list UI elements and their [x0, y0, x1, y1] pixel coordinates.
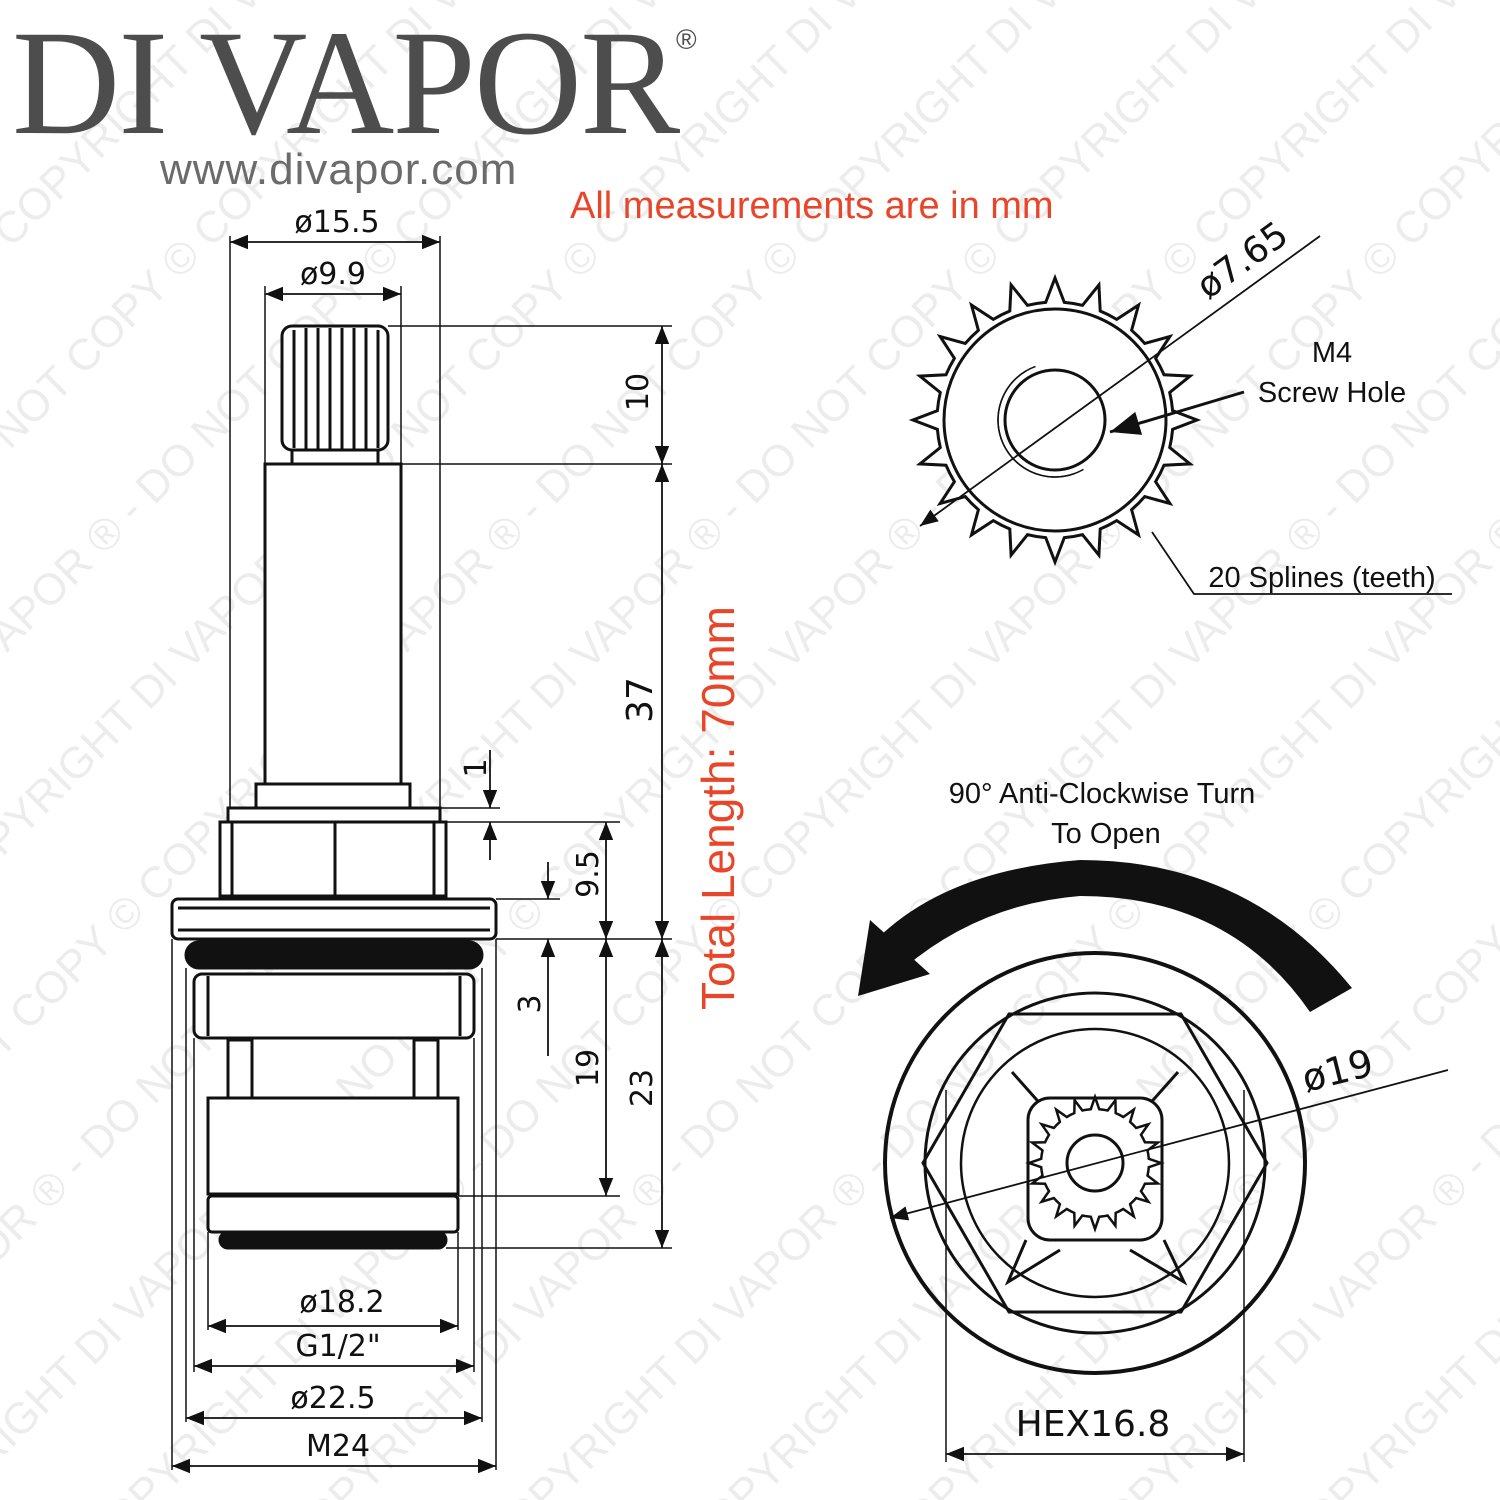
extension-lines — [171, 236, 672, 1470]
screw-hole-leader — [1109, 390, 1245, 435]
hex-body — [218, 820, 448, 898]
spline-diameter-line — [919, 235, 1321, 527]
turn-caption-line-2: To Open — [1051, 818, 1161, 850]
brand-url: www.divapor.com — [160, 145, 518, 194]
o-ring — [184, 940, 484, 970]
spline-gear — [908, 273, 1202, 567]
hex-inner-circle — [959, 1027, 1231, 1299]
hex-width-label: HEX16.8 — [1016, 1404, 1171, 1445]
flange — [170, 897, 498, 941]
units-note: All measurements are in mm — [570, 185, 1054, 227]
outer-ring — [883, 951, 1307, 1375]
dim-base-diameter: ø18.2 — [299, 1285, 384, 1320]
spline-root-circle — [942, 307, 1168, 533]
base-ring — [206, 1194, 460, 1234]
spline-end-view: ø7.65 M4 Screw Hole 20 Splines (teeth) — [908, 214, 1452, 595]
hex-nut — [921, 1012, 1269, 1314]
dim-flange-thread: M24 — [306, 1429, 370, 1464]
screw-hole-label: Screw Hole — [1258, 377, 1406, 409]
dim-flange-height: 3 — [513, 994, 548, 1013]
washer — [226, 806, 442, 824]
lug-left — [226, 1038, 254, 1102]
dimension-lines — [172, 234, 670, 1474]
spline-diameter-label: ø7.65 — [1189, 214, 1296, 307]
dim-body-height: 37 — [620, 677, 661, 723]
brand-logo: DI VAPOR — [12, 0, 680, 166]
lug-right — [412, 1038, 440, 1102]
anticlockwise-arrow-icon — [880, 860, 1352, 1012]
inner-ring — [923, 991, 1267, 1335]
dim-splines-height: 10 — [621, 373, 656, 411]
stop-lug-wire — [1004, 1071, 1188, 1286]
screw-hole-size-label: M4 — [1312, 337, 1352, 369]
lower-body — [206, 1096, 460, 1196]
base-seal — [218, 1230, 448, 1250]
splines-leader — [1151, 531, 1452, 595]
spindle-body — [263, 462, 403, 786]
dim-outer-top: ø15.5 — [294, 205, 379, 240]
outer-diameter-line — [889, 1069, 1449, 1221]
dim-lower-height: 19 — [571, 1049, 606, 1087]
dim-base-height: 23 — [625, 1069, 660, 1107]
cartridge-side-view — [170, 324, 498, 1250]
dim-flange-diameter: ø22.5 — [290, 1381, 375, 1416]
dim-hex-height: 9.5 — [571, 850, 606, 898]
turn-caption-line-1: 90° Anti-Clockwise Turn — [949, 778, 1256, 810]
dim-thread: G1/2" — [295, 1329, 380, 1364]
spline-head — [280, 324, 390, 466]
dim-washer-height: 1 — [459, 758, 494, 777]
turn-view: 90° Anti-Clockwise Turn To Open ø19 HEX1… — [858, 778, 1449, 1462]
splines-label: 20 Splines (teeth) — [1208, 562, 1435, 594]
screw-hole — [1003, 368, 1107, 472]
brand-registered-mark: ® — [676, 24, 697, 55]
thread-body — [192, 972, 476, 1040]
spindle-hole — [1065, 1133, 1125, 1193]
total-length-label: Total Length: 70mm — [692, 606, 744, 1010]
dimension-labels: ø15.5 ø9.9 10 37 1 9.5 3 19 23 ø18.2 G1/… — [290, 205, 744, 1464]
collar — [254, 782, 412, 810]
dim-spindle: ø9.9 — [300, 257, 366, 292]
